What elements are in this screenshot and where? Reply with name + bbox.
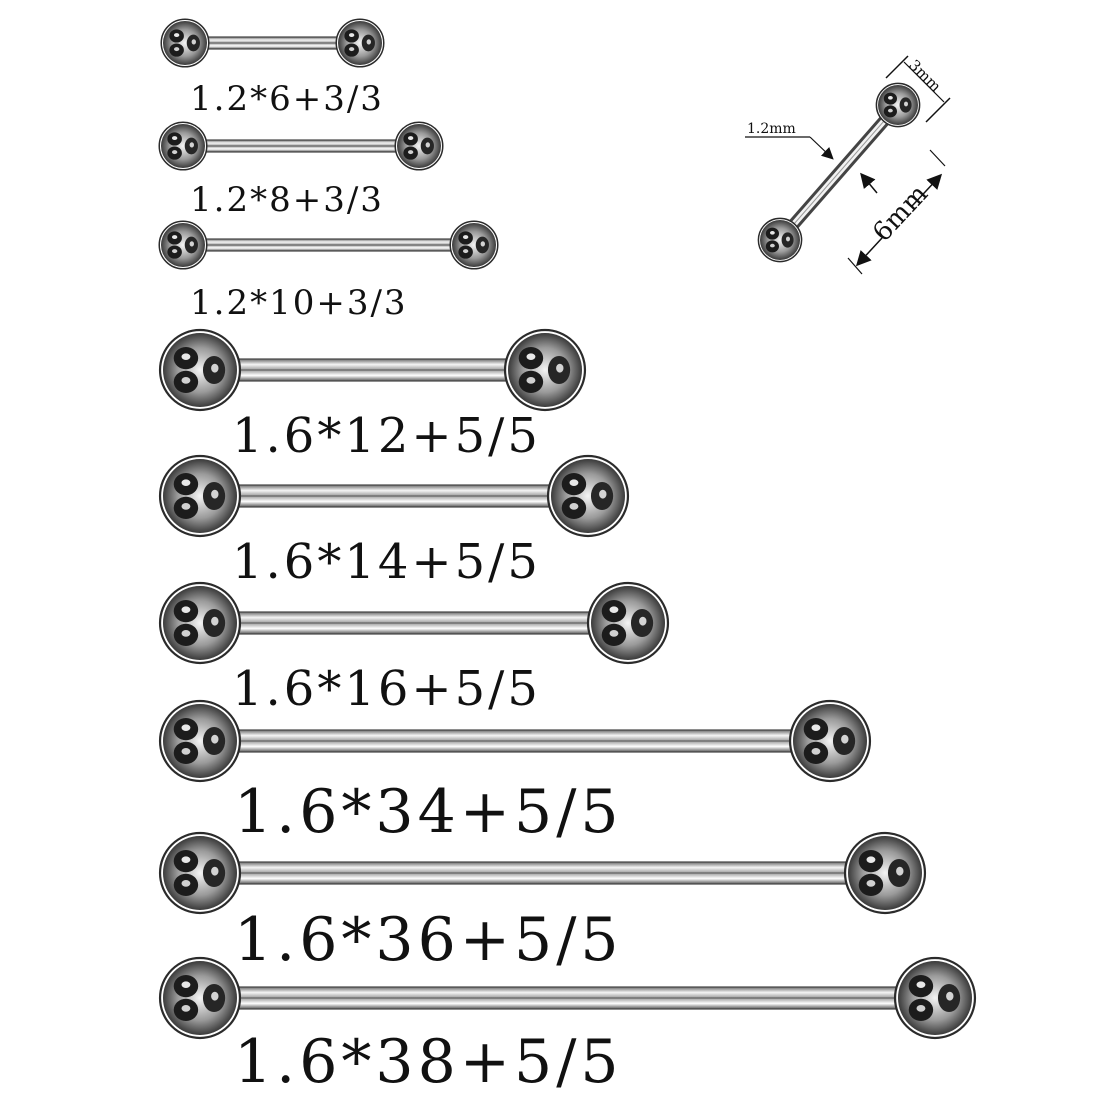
- barbell-row: [158, 328, 587, 412]
- barbell-row: [158, 220, 499, 270]
- barbell-bar: [199, 484, 589, 508]
- left-ball: [160, 18, 210, 68]
- right-ball: [788, 699, 872, 783]
- diagram-ball-top: [875, 82, 921, 128]
- right-ball: [503, 328, 587, 412]
- left-ball: [158, 956, 242, 1040]
- barbell-bar: [199, 358, 546, 382]
- barbell-row: [160, 18, 385, 68]
- diagram-bar: [775, 101, 903, 244]
- barbell-row: [158, 956, 977, 1040]
- left-ball: [158, 328, 242, 412]
- size-label: 1.6*14+5/5: [232, 534, 541, 590]
- size-label: 1.6*34+5/5: [234, 777, 623, 847]
- barbell-bar: [199, 611, 629, 635]
- bar-length-text: 6mm: [867, 179, 934, 248]
- left-ball: [158, 454, 242, 538]
- right-ball: [394, 121, 444, 171]
- bar-gauge-dimension: 1.2mm: [745, 121, 834, 160]
- barbell-row: [158, 831, 927, 915]
- left-ball: [158, 220, 208, 270]
- size-label: 1.2*8+3/3: [190, 180, 384, 220]
- left-ball: [158, 699, 242, 783]
- left-ball: [158, 581, 242, 665]
- right-ball: [586, 581, 670, 665]
- right-ball: [843, 831, 927, 915]
- right-ball: [335, 18, 385, 68]
- bar-length-dimension: 6mm: [847, 149, 946, 275]
- barbell-bar: [184, 36, 361, 50]
- right-ball: [546, 454, 630, 538]
- size-label: 1.2*6+3/3: [190, 79, 384, 119]
- size-label: 1.6*12+5/5: [232, 408, 541, 464]
- barbell-row: [158, 121, 444, 171]
- barbell-bar: [199, 986, 936, 1010]
- barbell-bar: [182, 139, 420, 153]
- barbell-row: [158, 581, 670, 665]
- right-ball: [449, 220, 499, 270]
- left-ball: [158, 121, 208, 171]
- left-ball: [158, 831, 242, 915]
- size-label: 1.6*16+5/5: [232, 661, 541, 717]
- diagram-ball-bottom: [757, 217, 803, 263]
- barbell-bar: [199, 861, 886, 885]
- barbell-bar: [199, 729, 831, 753]
- barbell-row: [158, 699, 872, 783]
- bar-gauge-text: 1.2mm: [747, 121, 796, 137]
- barbell-bar: [182, 238, 475, 252]
- right-ball: [893, 956, 977, 1040]
- size-label: 1.6*38+5/5: [234, 1027, 623, 1097]
- size-label: 1.2*10+3/3: [190, 283, 408, 323]
- size-label: 1.6*36+5/5: [234, 905, 623, 975]
- barbell-row: [158, 454, 630, 538]
